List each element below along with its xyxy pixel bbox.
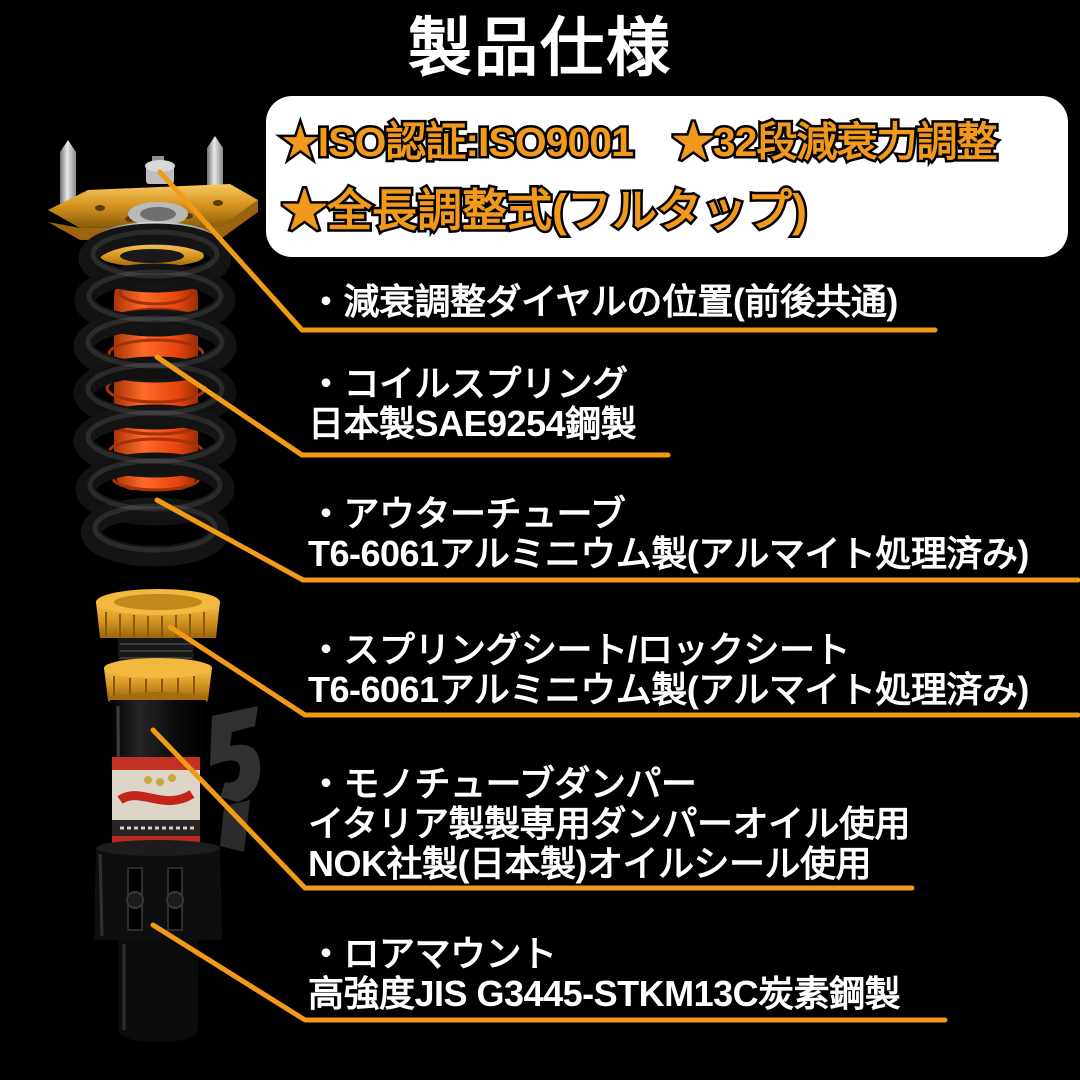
- badge-iso-damping: ★ISO認証:ISO9001 ★32段減衰力調整: [279, 117, 999, 168]
- page-title: 製品仕様: [408, 12, 672, 84]
- annotation-coil-spring: ・コイルスプリング 日本製SAE9254鋼製: [308, 363, 637, 444]
- annotation-detail: イタリア製製専用ダンパーオイル使用: [308, 803, 911, 844]
- annotation-lower-mount: ・ロアマウント 高強度JIS G3445-STKM13C炭素鋼製: [308, 933, 901, 1014]
- brand-sticker: [112, 757, 200, 845]
- annotation-detail: NOK社製(日本製)オイルシール使用: [308, 843, 871, 884]
- annotation-title: ・ロアマウント: [308, 933, 557, 974]
- leader-outer-tube: [154, 497, 1080, 583]
- lower-mount-bracket: [94, 840, 222, 1042]
- annotation-title: ・減衰調整ダイヤルの位置(前後共通): [308, 281, 898, 322]
- leader-lower-mount: [150, 922, 948, 1023]
- annotation-damping-dial: ・減衰調整ダイヤルの位置(前後共通): [308, 282, 898, 322]
- leader-spring-seat: [167, 624, 1080, 718]
- leader-monotube-damper: [150, 727, 915, 891]
- annotation-monotube-damper: ・モノチューブダンパー イタリア製製専用ダンパーオイル使用 NOK社製(日本製)…: [308, 763, 911, 884]
- annotation-title: ・スプリングシート/ロックシート: [308, 629, 851, 670]
- annotation-title: ・モノチューブダンパー: [308, 763, 697, 804]
- annotation-detail: T6-6061アルミニウム製(アルマイト処理済み): [308, 669, 1029, 710]
- feature-badge-panel: ★ISO認証:ISO9001 ★32段減衰力調整 ★全長調整式(フルタップ): [266, 96, 1068, 257]
- annotation-title: ・アウターチューブ: [308, 493, 626, 534]
- leader-damping-dial: [157, 169, 938, 333]
- badge-full-tap: ★全長調整式(フルタップ): [280, 183, 810, 239]
- annotation-detail: 高強度JIS G3445-STKM13C炭素鋼製: [308, 973, 901, 1014]
- annotation-outer-tube: ・アウターチューブ T6-6061アルミニウム製(アルマイト処理済み): [308, 494, 1029, 574]
- leader-coil-spring: [154, 354, 671, 458]
- background-watermark: [210, 706, 261, 852]
- annotation-detail: T6-6061アルミニウム製(アルマイト処理済み): [308, 533, 1029, 574]
- annotation-spring-seat: ・スプリングシート/ロックシート T6-6061アルミニウム製(アルマイト処理済…: [308, 630, 1029, 710]
- annotation-detail: 日本製SAE9254鋼製: [308, 403, 637, 444]
- annotation-title: ・コイルスプリング: [308, 363, 628, 404]
- leader-lines: [150, 169, 1080, 1023]
